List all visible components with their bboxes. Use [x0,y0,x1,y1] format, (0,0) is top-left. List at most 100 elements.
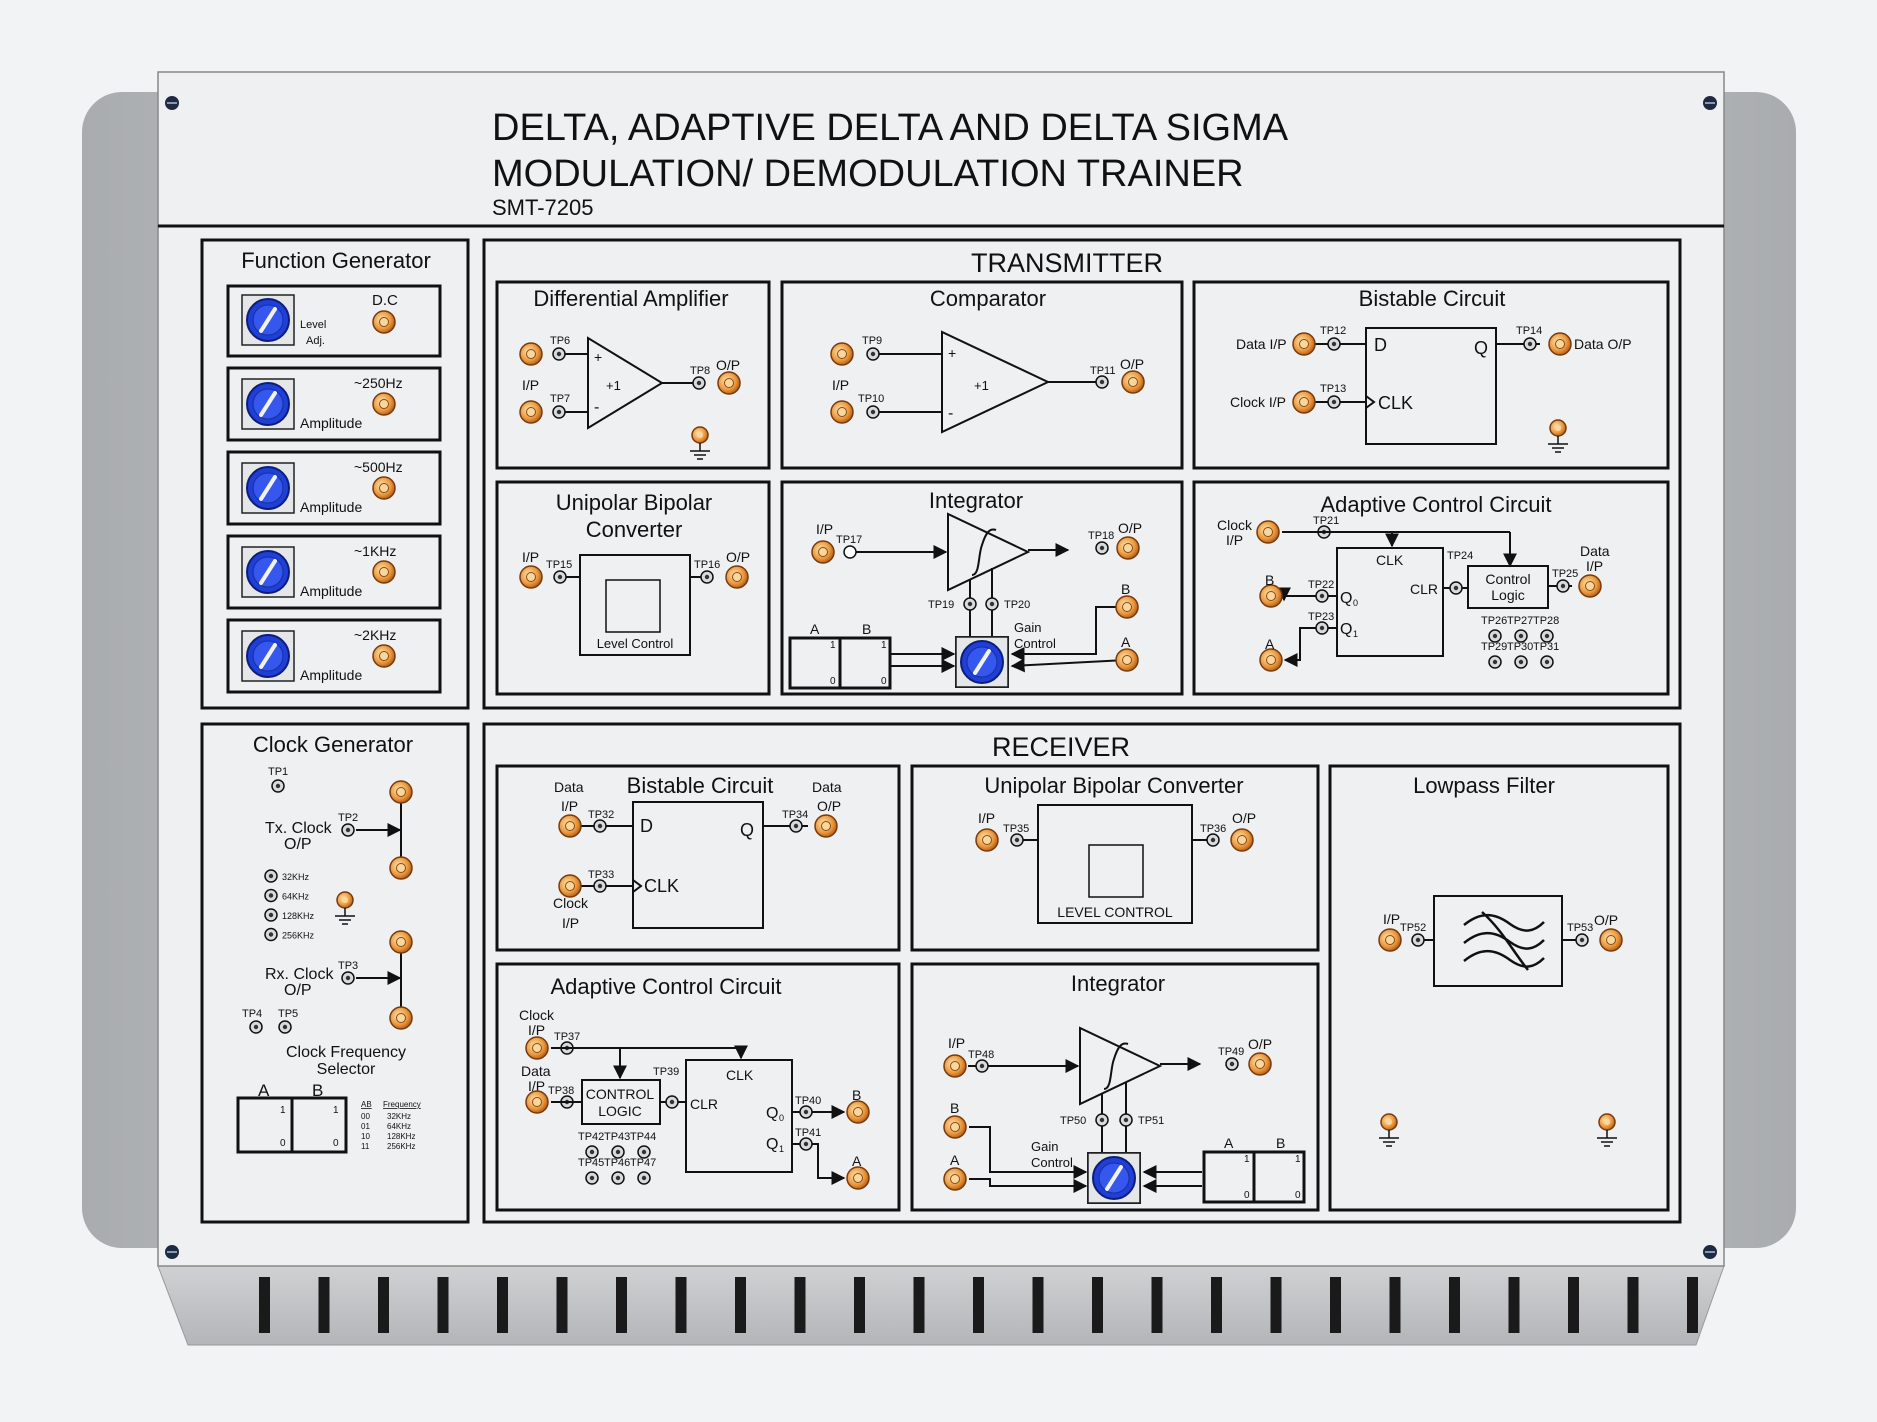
knob-icon[interactable] [1087,1152,1141,1204]
tp51-testpoint[interactable] [1119,1113,1133,1127]
tp15-testpoint[interactable] [553,570,567,584]
adaptive-data-socket[interactable] [1578,574,1602,598]
tp5-testpoint[interactable] [278,1020,292,1034]
lowpass-input-socket[interactable] [1378,928,1402,952]
tp48-testpoint[interactable] [975,1059,989,1073]
rx-a-socket[interactable] [943,1167,967,1191]
tp41-testpoint[interactable] [799,1137,813,1151]
unipolar-output-socket[interactable] [725,565,749,589]
ground-icon[interactable] [1548,419,1568,453]
ground-icon[interactable] [335,891,355,925]
tp49-testpoint[interactable] [1225,1057,1239,1071]
rx-adaptive-data-socket[interactable] [525,1090,549,1114]
tp13-testpoint[interactable] [1327,395,1341,409]
lowpass-output-socket[interactable] [1599,928,1623,952]
tp53-testpoint[interactable] [1575,933,1589,947]
tp10-testpoint[interactable] [866,405,880,419]
comparator-input-socket[interactable] [830,400,854,424]
rx-adaptive-clock-socket[interactable] [525,1036,549,1060]
knob-icon[interactable] [241,294,295,346]
rx-integrator-input-socket[interactable] [943,1054,967,1078]
adaptive-a-socket[interactable] [1259,648,1283,672]
b-socket[interactable] [1115,595,1139,619]
tx-clock-socket[interactable] [389,780,413,804]
rx-unipolar-output-socket[interactable] [1230,828,1254,852]
bistable-clock-socket[interactable] [1292,390,1316,414]
ground-icon[interactable] [1597,1113,1617,1147]
knob-icon[interactable] [241,378,295,430]
fg-output-socket[interactable] [372,560,396,584]
dc-socket[interactable] [372,310,396,334]
tp20-testpoint[interactable] [985,597,999,611]
comparator-input-socket[interactable] [830,342,854,366]
led-label: TP28 [1533,615,1559,627]
rx-adaptive-a-socket[interactable] [846,1166,870,1190]
knob-icon[interactable] [241,462,295,514]
tp17-testpoint[interactable] [843,545,857,559]
tp4-testpoint[interactable] [249,1020,263,1034]
tp19-testpoint[interactable] [963,597,977,611]
tp36-testpoint[interactable] [1206,833,1220,847]
tp39-testpoint[interactable] [665,1095,679,1109]
tp8-testpoint[interactable] [692,376,706,390]
rx-bistable-clock-socket[interactable] [558,874,582,898]
fg-output-socket[interactable] [372,392,396,416]
rx-level-control-trim[interactable] [1088,844,1144,898]
tp16-testpoint[interactable] [700,570,714,584]
tp22-testpoint[interactable] [1315,589,1329,603]
tp52-testpoint[interactable] [1411,933,1425,947]
tp23-testpoint[interactable] [1315,621,1329,635]
tp6-testpoint[interactable] [552,347,566,361]
diff-amp-output-socket[interactable] [717,371,741,395]
ground-icon[interactable] [1379,1113,1399,1147]
unipolar-input-socket[interactable] [519,565,543,589]
tx-clock-socket[interactable] [389,856,413,880]
rx-bistable-data-socket[interactable] [558,814,582,838]
tp25-testpoint[interactable] [1556,579,1570,593]
fg-output-socket[interactable] [372,644,396,668]
tp18-testpoint[interactable] [1095,541,1109,555]
tp32-testpoint[interactable] [593,819,607,833]
diff-amp-input-socket[interactable] [519,400,543,424]
integrator-output-socket[interactable] [1116,536,1140,560]
adaptive-clock-socket[interactable] [1256,520,1280,544]
comparator-output-socket[interactable] [1121,370,1145,394]
rx-unipolar-input-socket[interactable] [975,828,999,852]
tp9-testpoint[interactable] [866,347,880,361]
tp2-testpoint[interactable] [341,823,355,837]
rx-bistable-output-socket[interactable] [814,814,838,838]
tp34-testpoint[interactable] [789,819,803,833]
knob-icon[interactable] [955,636,1009,688]
tp48-label: TP48 [968,1049,994,1061]
rx-clock-socket[interactable] [389,1006,413,1030]
rx-clock-socket[interactable] [389,930,413,954]
rx-b-socket[interactable] [943,1115,967,1139]
diff-amp-input-socket[interactable] [519,342,543,366]
a-socket[interactable] [1115,648,1139,672]
tp33-testpoint[interactable] [593,879,607,893]
knob-icon[interactable] [241,546,295,598]
tp7-testpoint[interactable] [552,405,566,419]
integrator-input-socket[interactable] [811,540,835,564]
bistable-output-socket[interactable] [1548,332,1572,356]
tp24-testpoint[interactable] [1449,581,1463,595]
tp50-testpoint[interactable] [1095,1113,1109,1127]
knob-icon[interactable] [241,630,295,682]
adaptive-b-socket[interactable] [1259,584,1283,608]
rx-adaptive-b-socket[interactable] [846,1100,870,1124]
tp1-testpoint[interactable] [271,779,285,793]
tp14-testpoint[interactable] [1523,337,1537,351]
tp3-testpoint[interactable] [341,971,355,985]
vent-slot [1211,1277,1222,1333]
tp11-testpoint[interactable] [1095,375,1109,389]
ground-icon[interactable] [690,426,710,460]
fg-output-socket[interactable] [372,476,396,500]
tp35-testpoint[interactable] [1010,833,1024,847]
tp12-testpoint[interactable] [1327,337,1341,351]
level-control-trim[interactable] [605,579,661,633]
rx-integrator-output-socket[interactable] [1248,1052,1272,1076]
tp40-testpoint[interactable] [799,1105,813,1119]
bistable-data-socket[interactable] [1292,332,1316,356]
